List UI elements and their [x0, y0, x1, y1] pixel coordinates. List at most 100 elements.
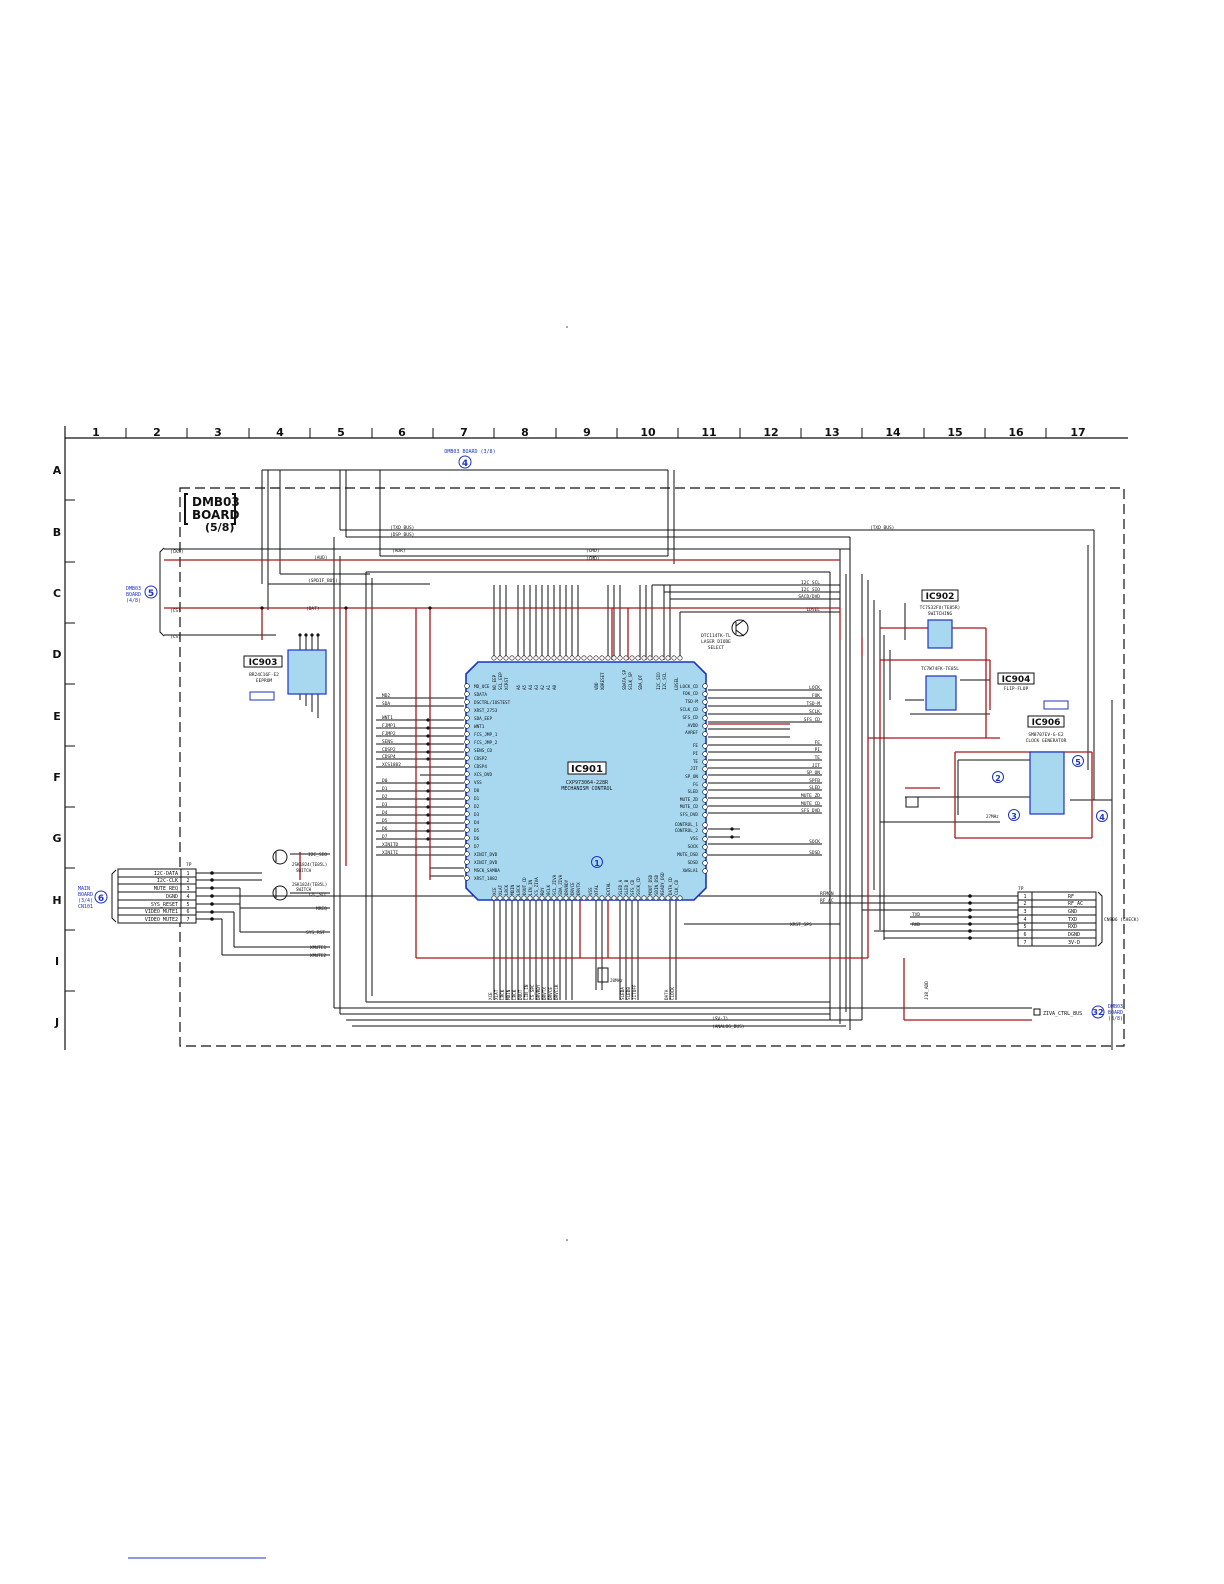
col-label: 17 — [1070, 426, 1085, 439]
ic901-pin: SDATA — [474, 692, 487, 698]
main-conn-signal: I2C-CLK — [157, 878, 178, 884]
ic901-pin: MDIN — [510, 884, 515, 895]
ic901-pin: SDA_ZIVA — [558, 874, 563, 895]
col-label: 12 — [763, 426, 778, 439]
signal-label: D7 — [382, 834, 388, 840]
check-conn-pin: 1 — [1023, 894, 1026, 900]
ic901-pin: D6 — [474, 836, 480, 842]
signal-label: DRVTX — [542, 987, 548, 1000]
ic901-pin: EXTAL — [606, 882, 611, 895]
row-label: C — [53, 587, 61, 600]
signal-label: JITOFF — [632, 984, 638, 1000]
ref-main-line1: MAIN — [78, 886, 90, 892]
col-label: 7 — [460, 426, 468, 439]
signal-label: LOCK — [809, 685, 820, 691]
check-conn-signal: 3V-D — [1068, 940, 1080, 946]
ic901-pin: CONTROL_1 — [675, 822, 699, 828]
ic901-pin: D3 — [474, 812, 480, 818]
col-label: 1 — [92, 426, 100, 439]
col-label: 5 — [337, 426, 345, 439]
ic901-pin: VSS — [474, 780, 482, 786]
ic901-pin: NO_EEP — [492, 674, 497, 690]
switch-part: 2SK1824(TE85L) — [292, 862, 327, 867]
ic901-pin: SOCK_CD — [636, 877, 641, 895]
check-conn-signal: RF_AC — [1068, 901, 1083, 907]
ic901-pin: MUTE_ZD — [680, 797, 699, 803]
signal-label: TE — [815, 755, 821, 761]
ref-right-line1: DMB03 — [1108, 1004, 1123, 1010]
ic901-pin: FE — [693, 743, 699, 749]
main-conn-pin: 3 — [186, 886, 189, 892]
ic901-pin: SCLK_CD — [680, 707, 699, 713]
ic901-pin: LOCK_CD — [680, 684, 699, 690]
ic901-pin: MUTE_DSD — [677, 852, 698, 858]
signal-label: D6 — [382, 826, 388, 832]
main-conn-signal: SYS_RESET — [151, 902, 178, 908]
ic901-pin: CLK_CD — [674, 879, 679, 895]
ic901-pin: D2 — [474, 804, 480, 810]
ic904-part: TC7W74FK-TE85L — [921, 666, 959, 672]
ic901-pin: READY_DSD — [660, 872, 665, 895]
ic901-part: CXP973064-228R — [566, 780, 609, 786]
txd-label: TXD — [912, 912, 920, 918]
ic901-pin: SCLK_SP — [628, 672, 633, 690]
ic901-marker: 1 — [594, 859, 600, 868]
signal-label: CDSP2 — [382, 747, 396, 753]
signal-label: WNT1 — [382, 715, 393, 721]
row-label: B — [53, 526, 61, 539]
ic901-pin: XRST_2753 — [474, 708, 498, 714]
main-conn-pin: 4 — [186, 894, 189, 900]
board-page: (5/8) — [205, 521, 234, 534]
switch-transistors: 2SK1824(TE85L) SWITCH I2C_SIO 2SK1824(TE… — [272, 814, 999, 1000]
ic901-pin: XCE — [492, 887, 497, 895]
ref-left-line2: BOARD — [126, 592, 141, 598]
ic901-pin: CDSP4 — [474, 764, 487, 770]
check-conn-signal: GND — [1068, 909, 1077, 915]
ic901-pin: D7 — [474, 844, 480, 850]
signal-label: DATA — [664, 989, 670, 1000]
ic901-pin: SDSD — [688, 860, 699, 866]
zivabus-label: ZIVA_CTRL_BUS — [1043, 1011, 1082, 1017]
ic901-pin: VSS — [690, 836, 698, 842]
ic901-pin: LRCK — [504, 884, 509, 895]
ic901-pin: SP_ON — [685, 774, 698, 780]
signal-label: I2C_SCL — [801, 580, 820, 586]
main-conn-pin: 5 — [186, 902, 189, 908]
bus-label: (DSP_BUS) — [390, 532, 414, 538]
ic901-pin: SFS_CD — [682, 715, 698, 721]
ic906-part: SM8707EV-G-E2 — [1028, 732, 1064, 738]
row-label: E — [53, 710, 61, 723]
signal-label: XINITI — [382, 850, 399, 856]
signal-label: I2C_SIO — [801, 587, 820, 593]
signal-label: D0 — [382, 778, 388, 784]
ic901-pin: A4 — [528, 684, 533, 690]
ic901-pin: AVREF — [685, 730, 698, 736]
rxd-label: RXD — [912, 922, 920, 928]
col-label: 11 — [701, 426, 716, 439]
bus-label: (TXD_BUS) — [870, 525, 894, 531]
signal-label: JIT — [812, 763, 820, 769]
main-conn-signal: DGND — [166, 894, 178, 900]
ref-right: ZIVA_CTRL_BUS 32 DMB03 BOARD (8/8) — [1033, 1004, 1123, 1022]
main-conn-pin: 6 — [186, 909, 189, 915]
laser-func2: SELECT — [708, 645, 725, 651]
ic901-pin: CDSP2 — [474, 756, 487, 762]
check-conn-pin: 5 — [1023, 924, 1026, 930]
check-conn-pin: 2 — [1023, 901, 1026, 907]
row-label: G — [52, 832, 61, 845]
main-conn-pin: 7 — [186, 917, 189, 923]
i2c-scl-label: I2C_SCL — [308, 892, 327, 898]
bus-label: (CS) — [170, 608, 181, 614]
main-conn-signal: VIDEO MUTE2 — [145, 917, 178, 923]
col-label: 14 — [885, 426, 901, 439]
ic901-pin: SOCK — [688, 844, 699, 850]
ref-top: DMB03 BOARD (3/8) 4 — [262, 449, 668, 471]
signal-label: MUTE_ZD — [801, 793, 820, 799]
row-label: H — [52, 894, 61, 907]
ic901-pin: VSS — [588, 887, 593, 895]
row-label: F — [53, 771, 61, 784]
bus-label: (TXD_BUS) — [390, 525, 414, 531]
signal-label: SLEDA — [620, 987, 626, 1000]
ic901-pin: VDD — [594, 682, 599, 690]
